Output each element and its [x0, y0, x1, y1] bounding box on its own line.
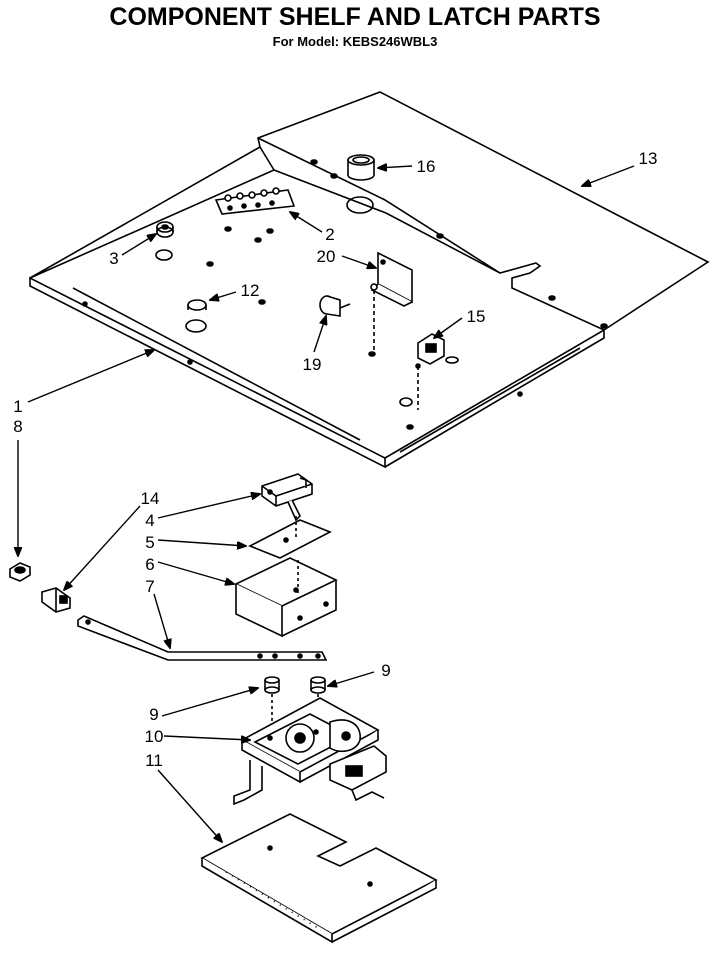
switch-part-19: [319, 295, 351, 317]
page-title: COMPONENT SHELF AND LATCH PARTS: [109, 3, 600, 31]
callout-9-left: 9: [149, 705, 158, 724]
latch-mechanism-part-10: [233, 697, 387, 806]
callout-20: 20: [317, 247, 336, 266]
nut-part-3: [156, 221, 174, 238]
switch-part-4: [261, 473, 313, 522]
callout-13: 13: [639, 149, 658, 168]
callout-4: 4: [145, 511, 154, 530]
callout-2: 2: [325, 225, 334, 244]
component-shelf: [29, 91, 710, 469]
callout-15: 15: [467, 307, 486, 326]
latch-cover-part-11: [200, 813, 438, 944]
callout-leaders: [18, 166, 635, 842]
callout-3: 3: [109, 249, 118, 268]
callout-6: 6: [145, 555, 154, 574]
callout-8: 8: [13, 417, 22, 436]
bumper-part-8: [9, 562, 31, 582]
cover-part-6: [234, 557, 338, 638]
callout-11: 11: [145, 751, 163, 770]
callout-1: 1: [13, 397, 22, 416]
callout-12: 12: [241, 281, 260, 300]
callout-10: 10: [145, 727, 164, 746]
relay-part-15: [415, 333, 445, 410]
callout-19: 19: [303, 355, 322, 374]
callout-numbers: 16 13 2 3 20 12 15 19 1 8 14 4 5 6 7 9 9…: [13, 149, 657, 770]
model-subtitle: For Model: KEBS246WBL3: [273, 34, 438, 49]
plug-part-12: [187, 299, 207, 311]
callout-7: 7: [145, 577, 154, 596]
bracket-part-20: [370, 251, 413, 350]
callout-16: 16: [417, 157, 436, 176]
insulator-part-5: [248, 516, 332, 559]
latch-arm-part-7: [77, 615, 328, 661]
callout-14: 14: [141, 489, 160, 508]
callout-5: 5: [145, 533, 154, 552]
grommet-part-16: [347, 154, 375, 181]
terminal-block-part-2: [214, 187, 296, 215]
callout-9-right: 9: [381, 661, 390, 680]
latch-stop-part-14: [41, 587, 71, 613]
spacer-part-9-left: [264, 676, 280, 735]
